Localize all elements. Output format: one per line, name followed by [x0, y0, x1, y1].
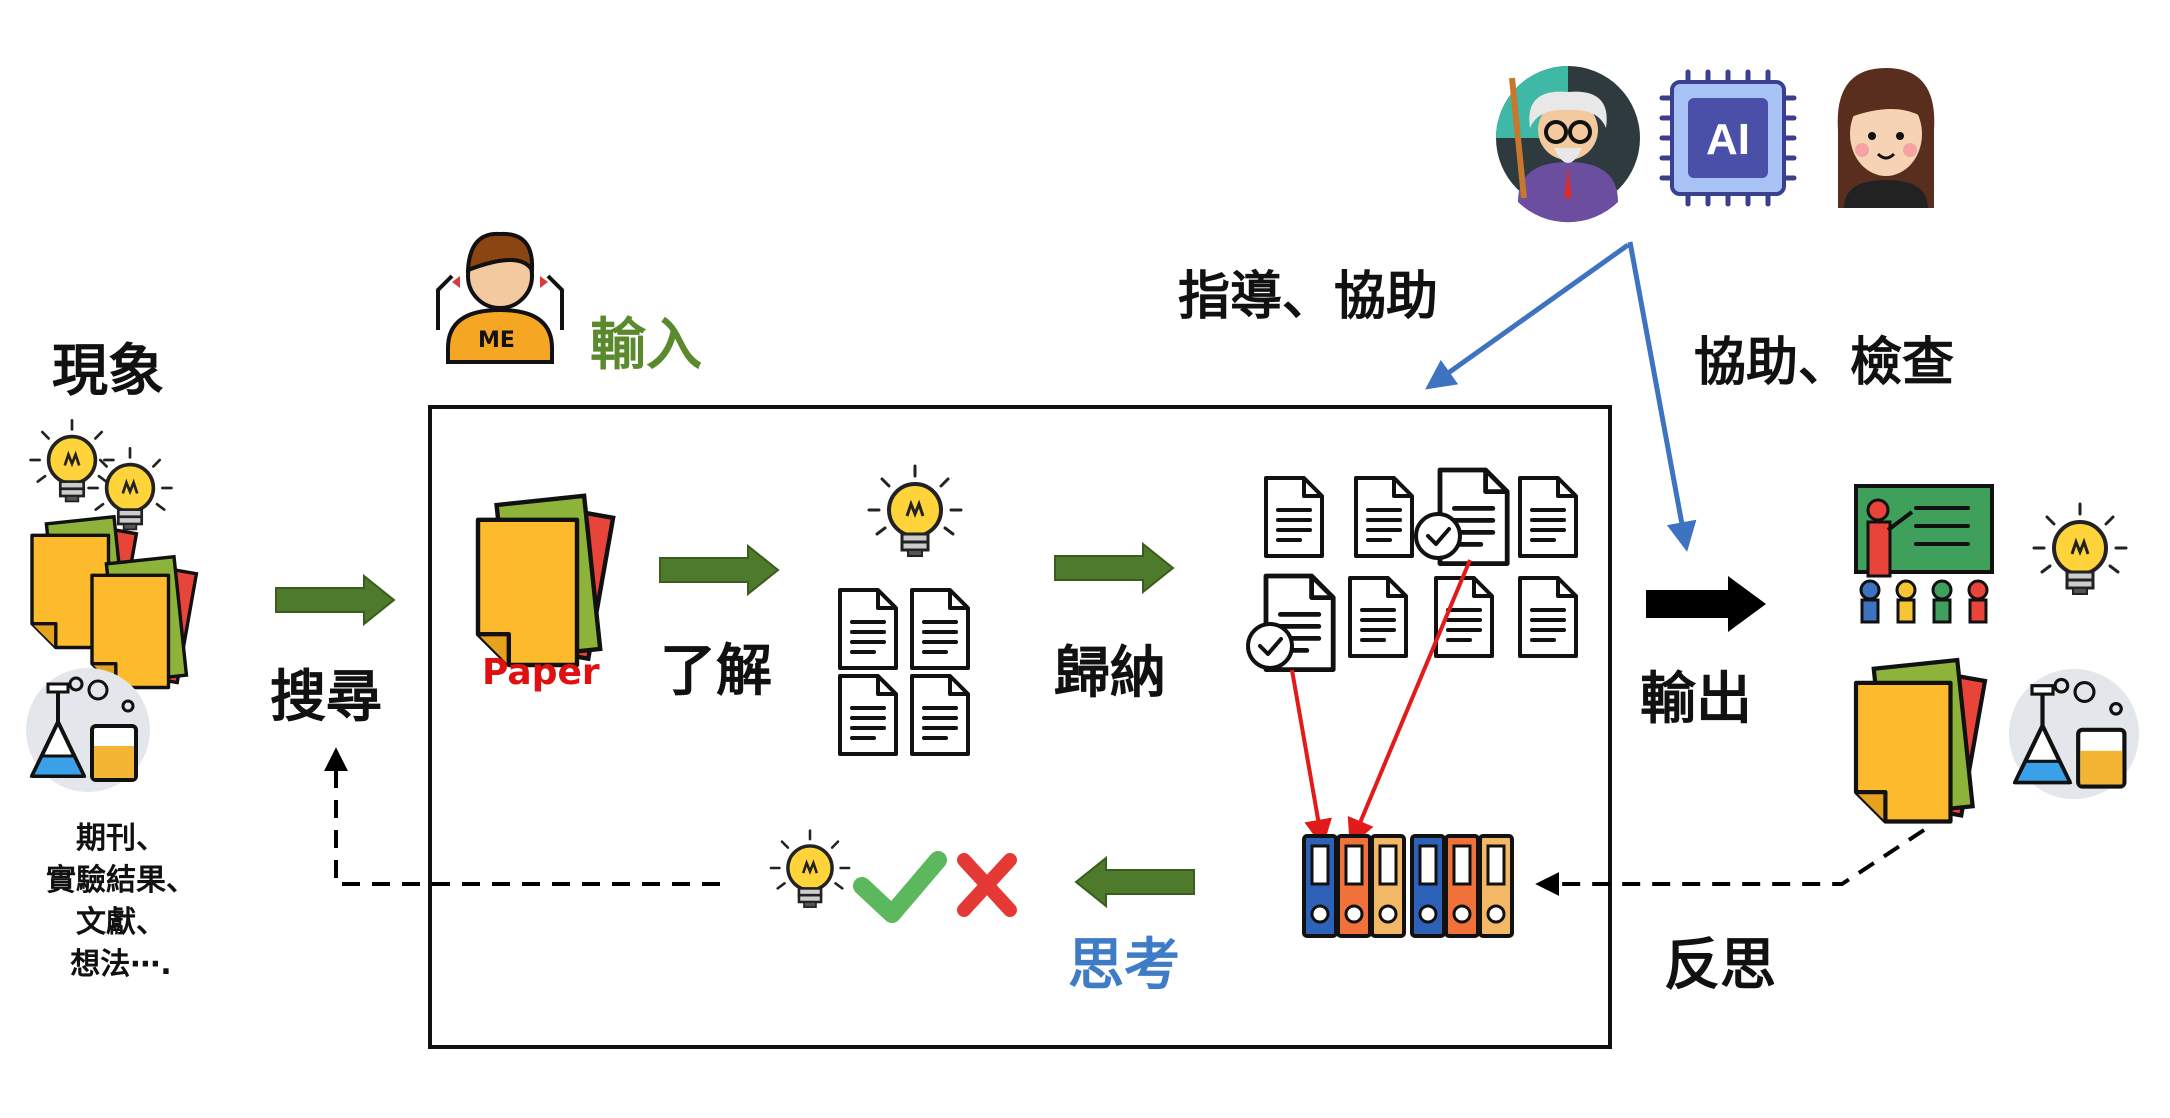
example-ideas: 想法⋯.: [70, 947, 172, 982]
insight-lightbulb-icon: [867, 464, 963, 558]
understand-arrow: [659, 545, 779, 595]
search-label: 搜尋: [270, 665, 382, 730]
output-arrow: [1646, 576, 1766, 632]
think-arrow: [1075, 857, 1195, 907]
output-lightbulb-icon: [2032, 502, 2128, 596]
ai-chip-label: AI: [1706, 115, 1750, 164]
organized-documents-icon: [1246, 470, 1578, 670]
red-arrow-right: [1347, 559, 1472, 848]
input-label: 輸入: [590, 313, 702, 378]
example-journal: 期刊、: [76, 821, 166, 856]
student-avatar-icon: [1837, 68, 1935, 208]
example-results: 實驗結果、: [46, 863, 196, 898]
example-literature: 文獻、: [76, 905, 166, 940]
presentation-icon: [1854, 484, 1994, 624]
ai-chip-icon: AI: [1659, 69, 1797, 207]
phenomenon-label: 現象: [52, 339, 164, 404]
summarize-arrow: [1054, 543, 1174, 593]
summarize-label: 歸納: [1054, 641, 1166, 706]
me-person-icon: [436, 231, 564, 364]
phenomenon-papers-icon: [30, 515, 199, 690]
red-arrow-left: [1290, 669, 1332, 848]
feedback-dashed-arrow: [324, 747, 720, 886]
output-label: 輸出: [1640, 667, 1752, 732]
assist-check-label: 協助、檢查: [1694, 333, 1955, 393]
binders-icon: [1302, 834, 1514, 938]
think-label: 思考: [1068, 933, 1180, 998]
paper-stack-icon: [478, 496, 613, 665]
paper-label: Paper: [482, 652, 600, 693]
reflect-dashed-arrow: [1535, 828, 1926, 896]
check-blue-arrow: [1627, 241, 1697, 552]
me-badge-label: ME: [478, 328, 515, 353]
idea-lightbulb-icon: [769, 828, 851, 909]
professor-avatar-icon: [1496, 66, 1640, 223]
output-papers-icon: [1856, 660, 1985, 821]
cross-icon: [957, 853, 1017, 917]
understand-label: 了解: [660, 639, 772, 704]
process-frame: [428, 405, 1612, 1049]
guide-blue-arrow: [1425, 242, 1630, 390]
phenomenon-lightbulb-icon: [28, 418, 174, 532]
output-flask-icon: [2009, 669, 2139, 799]
guide-assist-label: 指導、協助: [1178, 267, 1439, 327]
check-icon: [853, 851, 947, 923]
reflect-label: 反思: [1664, 933, 1776, 998]
search-arrow: [275, 575, 395, 625]
lab-flask-icon: [24, 666, 152, 794]
documents-group-icon: [838, 588, 970, 756]
phenomenon-examples: 期刊、 實驗結果、 文獻、 想法⋯.: [26, 818, 216, 986]
